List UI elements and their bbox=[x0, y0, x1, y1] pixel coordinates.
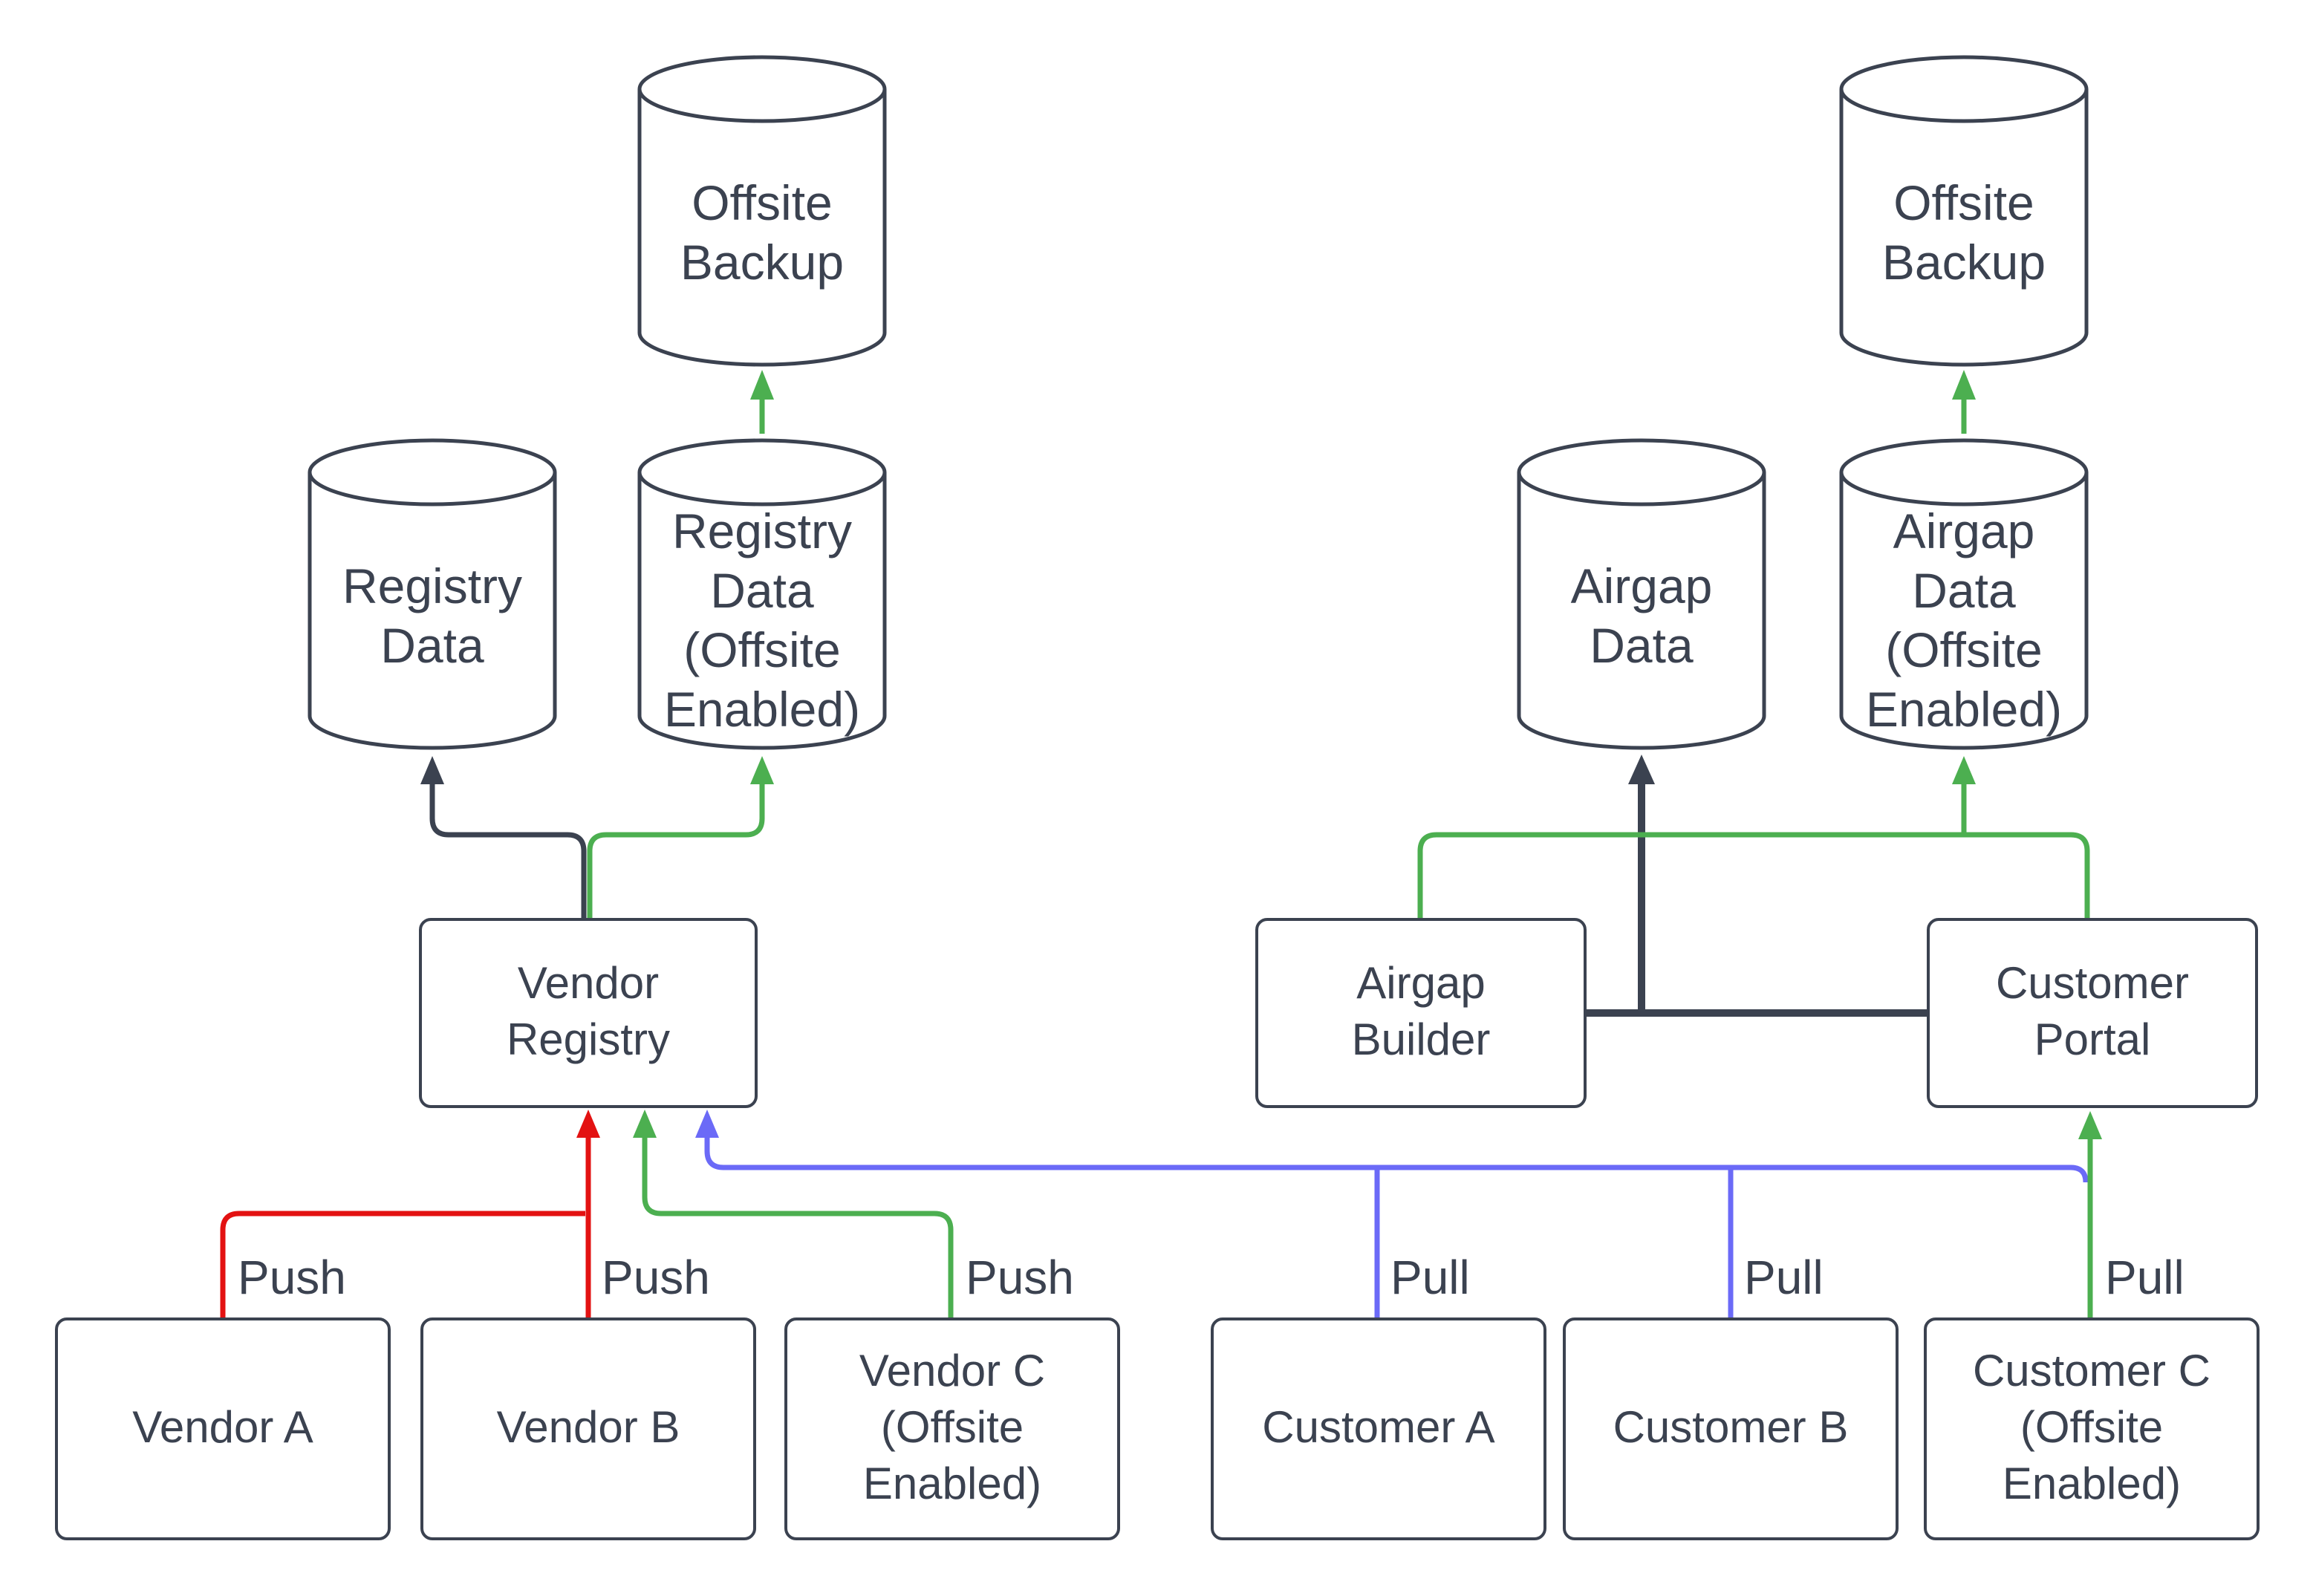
node-label: Registry Data (Offsite Enabled) bbox=[663, 504, 861, 737]
arrowhead-green-into-customer-portal bbox=[2078, 1111, 2102, 1139]
cylinder-icon bbox=[637, 55, 887, 367]
edge-vendor-a-branch bbox=[220, 1211, 585, 1317]
node-label: Vendor Registry bbox=[506, 960, 671, 1065]
node-vendor-registry: Vendor Registry bbox=[419, 918, 758, 1108]
node-label: Customer A bbox=[1262, 1404, 1495, 1453]
node-airgap-data: Airgap Data bbox=[1515, 437, 1768, 752]
cylinder-icon bbox=[637, 438, 887, 750]
edge-label-pull-customer-a: Pull bbox=[1390, 1251, 1470, 1304]
arrowhead-into-airgap-data bbox=[1628, 755, 1655, 784]
node-label: Customer B bbox=[1613, 1404, 1849, 1453]
node-vendor-a: Vendor A bbox=[55, 1317, 391, 1540]
edge-label-push-vendor-c: Push bbox=[966, 1251, 1074, 1304]
arrowhead-blue-into-vendor-registry bbox=[695, 1110, 719, 1138]
cylinder-icon bbox=[308, 438, 557, 750]
arrowhead-red-into-vendor-registry bbox=[576, 1110, 600, 1138]
arrowhead-registry-offsite-to-backup bbox=[750, 370, 774, 400]
arrowhead-airgap-offsite-to-backup bbox=[1952, 370, 1976, 400]
node-label: Airgap Data bbox=[1570, 558, 1713, 673]
node-offsite-backup-left: Offsite Backup bbox=[636, 53, 888, 368]
edge-label-push-vendor-a: Push bbox=[238, 1251, 346, 1304]
edge-green-net-builder-portal bbox=[1417, 832, 2090, 918]
node-customer-portal: Customer Portal bbox=[1927, 918, 2258, 1108]
node-label: Vendor C (Offsite Enabled) bbox=[859, 1347, 1046, 1509]
node-label: Customer Portal bbox=[1995, 960, 2190, 1065]
node-airgap-data-offsite: Airgap Data (Offsite Enabled) bbox=[1838, 437, 2090, 752]
edge-vendor-registry-to-registry-data-offsite bbox=[587, 784, 765, 918]
node-label: Airgap Builder bbox=[1351, 960, 1491, 1065]
node-registry-data-offsite: Registry Data (Offsite Enabled) bbox=[636, 437, 888, 752]
node-registry-data: Registry Data bbox=[306, 437, 559, 752]
node-airgap-builder: Airgap Builder bbox=[1255, 918, 1587, 1108]
edge-label-push-vendor-b: Push bbox=[602, 1251, 710, 1304]
node-vendor-b: Vendor B bbox=[420, 1317, 756, 1540]
arrowhead-into-airgap-offsite bbox=[1952, 756, 1976, 784]
node-customer-a: Customer A bbox=[1211, 1317, 1546, 1540]
node-vendor-c: Vendor C (Offsite Enabled) bbox=[784, 1317, 1120, 1540]
node-customer-c: Customer C (Offsite Enabled) bbox=[1924, 1317, 2260, 1540]
node-customer-b: Customer B bbox=[1563, 1317, 1899, 1540]
arrowhead-green-into-vendor-registry bbox=[633, 1110, 657, 1138]
arrowhead-vendor-registry-to-registry-data-offsite bbox=[750, 756, 774, 784]
edge-vendor-registry-to-registry-data bbox=[429, 784, 587, 918]
edge-label-pull-customer-b: Pull bbox=[1744, 1251, 1824, 1304]
edge-vendor-c-to-vendor-registry bbox=[642, 1138, 954, 1317]
cylinder-icon bbox=[1517, 438, 1766, 750]
node-label: Registry Data bbox=[342, 558, 523, 673]
node-label: Vendor B bbox=[496, 1404, 680, 1453]
node-label: Vendor A bbox=[132, 1404, 313, 1453]
node-label: Customer C (Offsite Enabled) bbox=[1972, 1347, 2211, 1509]
node-label: Offsite Backup bbox=[680, 175, 845, 290]
node-label: Offsite Backup bbox=[1881, 175, 2046, 290]
arrowhead-vendor-registry-to-registry-data bbox=[420, 756, 444, 784]
cylinder-icon bbox=[1839, 55, 2089, 367]
edge-blue-pull-bus bbox=[704, 1138, 2089, 1183]
node-offsite-backup-right: Offsite Backup bbox=[1838, 53, 2090, 368]
edge-label-pull-customer-c: Pull bbox=[2105, 1251, 2184, 1304]
node-label: Airgap Data (Offsite Enabled) bbox=[1865, 504, 2063, 737]
cylinder-icon bbox=[1839, 438, 2089, 750]
